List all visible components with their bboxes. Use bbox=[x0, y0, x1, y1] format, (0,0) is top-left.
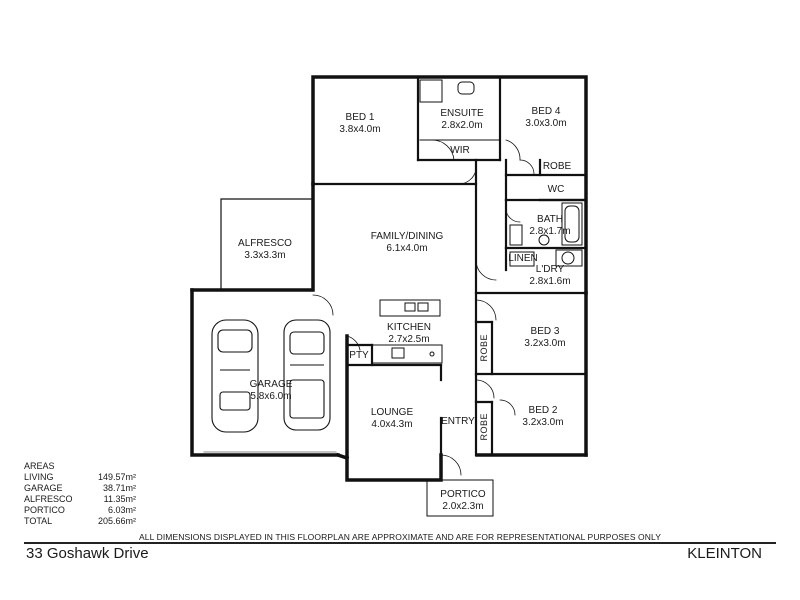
room-label-wir: WIR bbox=[450, 145, 469, 157]
areas-row: GARAGE 38.71m² bbox=[24, 483, 136, 494]
room-label-lounge: LOUNGE 4.0x4.3m bbox=[371, 407, 413, 431]
room-name: ROBE bbox=[542, 161, 572, 172]
room-name: KITCHEN bbox=[387, 322, 431, 333]
room-name: WC bbox=[547, 184, 565, 195]
areas-row: PORTICO 6.03m² bbox=[24, 505, 136, 516]
areas-row: TOTAL 205.66m² bbox=[24, 516, 136, 527]
room-size: 3.2x3.0m bbox=[524, 338, 566, 349]
room-label-ldry: L'DRY 2.8x1.6m bbox=[529, 264, 570, 288]
areas-table: AREAS LIVING 149.57m² GARAGE 38.71m² ALFRE… bbox=[24, 461, 136, 527]
room-label-bed1: BED 1 3.8x4.0m bbox=[339, 112, 380, 136]
room-name: PTY bbox=[349, 350, 369, 361]
room-size: 2.8x1.7m bbox=[529, 226, 571, 237]
room-label-ensuite: ENSUITE 2.8x2.0m bbox=[440, 108, 483, 132]
room-size: 2.8x1.6m bbox=[529, 276, 571, 287]
room-size: 4.0x4.3m bbox=[371, 419, 413, 430]
room-name: BED 2 bbox=[528, 405, 558, 416]
room-name: BED 4 bbox=[531, 106, 561, 117]
room-name: ENTRY bbox=[441, 416, 475, 427]
kitchen-fixtures bbox=[371, 299, 443, 364]
room-size: 2.8x2.0m bbox=[441, 120, 483, 131]
exterior-walls bbox=[190, 75, 588, 482]
areas-row: LIVING 149.57m² bbox=[24, 472, 136, 483]
room-label-bed2: BED 2 3.2x3.0m bbox=[522, 405, 563, 429]
room-size: 6.1x4.0m bbox=[386, 243, 428, 254]
room-label-pty: PTY bbox=[349, 350, 368, 362]
door-swings bbox=[312, 139, 535, 476]
property-suburb: KLEINTON bbox=[687, 545, 762, 562]
bath-fixtures bbox=[509, 202, 583, 267]
disclaimer-text: ALL DIMENSIONS DISPLAYED IN THIS FLOORPL… bbox=[139, 532, 661, 542]
room-name: WIR bbox=[450, 145, 470, 156]
area-value: 11.35m² bbox=[103, 494, 136, 504]
room-name: ENSUITE bbox=[440, 108, 484, 119]
room-size: 5.8x6.0m bbox=[250, 391, 292, 402]
room-size: 2.0x2.3m bbox=[442, 501, 484, 512]
area-value: 38.71m² bbox=[102, 483, 136, 493]
room-size: 3.8x4.0m bbox=[339, 124, 381, 135]
room-size: 3.3x3.3m bbox=[244, 250, 286, 261]
area-value: 205.66m² bbox=[97, 516, 136, 526]
room-label-kitchen: KITCHEN 2.7x2.5m bbox=[387, 322, 431, 346]
area-value: 149.57m² bbox=[97, 472, 136, 482]
room-label-bed3: BED 3 3.2x3.0m bbox=[524, 326, 565, 350]
room-label-garage: GARAGE 5.8x6.0m bbox=[250, 379, 293, 403]
room-label-robe3: ROBE bbox=[479, 334, 489, 362]
area-label: PORTICO bbox=[24, 505, 65, 515]
room-label-robe2: ROBE bbox=[479, 413, 489, 441]
room-name: BATH bbox=[537, 214, 563, 225]
room-label-bath: BATH 2.8x1.7m bbox=[529, 214, 570, 238]
room-name: FAMILY/DINING bbox=[370, 231, 444, 242]
room-size: 3.0x3.0m bbox=[525, 118, 567, 129]
room-name: LOUNGE bbox=[370, 407, 414, 418]
room-label-family-dining: FAMILY/DINING 6.1x4.0m bbox=[371, 231, 444, 255]
footer-divider bbox=[24, 542, 776, 544]
room-label-robe4: ROBE bbox=[543, 161, 571, 173]
room-size: 2.7x2.5m bbox=[388, 334, 430, 345]
room-label-entry: ENTRY bbox=[441, 416, 475, 428]
room-label-bed4: BED 4 3.0x3.0m bbox=[525, 106, 566, 130]
room-name: ALFRESCO bbox=[238, 238, 292, 249]
room-label-wc: WC bbox=[548, 184, 565, 196]
area-value: 6.03m² bbox=[107, 505, 136, 515]
room-name: L'DRY bbox=[535, 264, 565, 275]
property-address: 33 Goshawk Drive bbox=[26, 545, 149, 562]
area-label: LIVING bbox=[24, 472, 54, 482]
areas-row: ALFRESCO 11.35m² bbox=[24, 494, 136, 505]
area-label: ALFRESCO bbox=[24, 494, 73, 504]
room-label-linen: LINEN bbox=[508, 253, 537, 265]
room-size: 3.2x3.0m bbox=[522, 417, 564, 428]
room-label-alfresco: ALFRESCO 3.3x3.3m bbox=[238, 238, 292, 262]
area-label: GARAGE bbox=[24, 483, 63, 493]
garage-cars bbox=[211, 319, 331, 433]
interior-walls bbox=[311, 75, 588, 457]
room-name: BED 3 bbox=[530, 326, 560, 337]
area-label: TOTAL bbox=[24, 516, 53, 526]
room-name: GARAGE bbox=[249, 379, 293, 390]
room-name: PORTICO bbox=[440, 489, 486, 500]
room-label-portico: PORTICO 2.0x2.3m bbox=[440, 489, 485, 513]
room-name: LINEN bbox=[508, 253, 538, 264]
room-name: BED 1 bbox=[345, 112, 375, 123]
areas-heading: AREAS bbox=[24, 461, 55, 471]
